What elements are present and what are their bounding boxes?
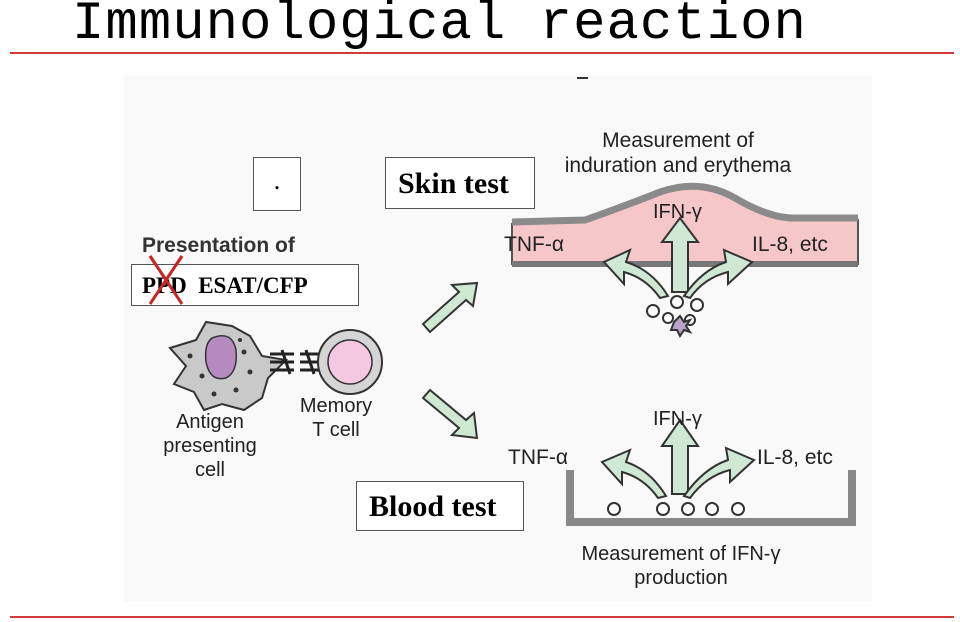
- blood-ifn-label: IFN-γ: [653, 408, 702, 430]
- footer-divider: [10, 616, 954, 618]
- blood-il8-label: IL-8, etc: [757, 446, 833, 469]
- skin-il8-label: IL-8, etc: [752, 233, 828, 256]
- skin-test-label: Skin test: [385, 157, 535, 209]
- apc-label: Antigen presenting cell: [150, 410, 270, 482]
- presentation-heading: Presentation of: [142, 234, 295, 257]
- skin-tnf-label: TNF-α: [504, 233, 564, 256]
- blood-measurement-label: Measurement of IFN-γ production: [556, 542, 806, 590]
- ppd-antigen: PPD: [142, 273, 187, 298]
- memory-t-cell-label: Memory T cell: [288, 394, 384, 442]
- memory-t-cell: [317, 329, 383, 395]
- apc-label-line2: presenting: [163, 435, 257, 457]
- skin-measure-line2: induration and erythema: [564, 154, 792, 177]
- antigen-presenting-cell: [168, 320, 289, 412]
- up-diagonal-arrow: [421, 281, 479, 334]
- blood-cells: [607, 502, 745, 516]
- esat-cfp-antigen: ESAT/CFP: [198, 273, 308, 298]
- skin-ifn-label: IFN-γ: [653, 201, 702, 223]
- apc-label-line3: cell: [194, 459, 225, 481]
- title-divider: [10, 52, 954, 54]
- memory-label-line1: Memory: [299, 395, 373, 417]
- blood-cytokine-arrows: [600, 418, 756, 500]
- skin-cells: [646, 295, 704, 338]
- skin-measurement-label: Measurement of induration and erythema: [543, 128, 813, 178]
- antigen-box: PPD ESAT/CFP: [131, 264, 359, 306]
- page-title: Immunological reaction: [72, 0, 807, 55]
- blood-measure-line2: production: [634, 567, 728, 589]
- blood-test-well: [566, 470, 856, 526]
- blood-measure-line1: Measurement of IFN-γ: [581, 543, 781, 565]
- blood-test-label: Blood test: [356, 481, 524, 531]
- dot-box: .: [253, 157, 301, 211]
- skin-cytokine-arrows: [602, 216, 754, 300]
- down-diagonal-arrow: [421, 388, 479, 440]
- apc-label-line1: Antigen: [176, 411, 244, 433]
- blood-tnf-label: TNF-α: [508, 446, 568, 469]
- synapse-receptors: [270, 349, 320, 375]
- memory-label-line2: T cell: [312, 419, 360, 441]
- skin-measure-line1: Measurement of: [602, 129, 754, 152]
